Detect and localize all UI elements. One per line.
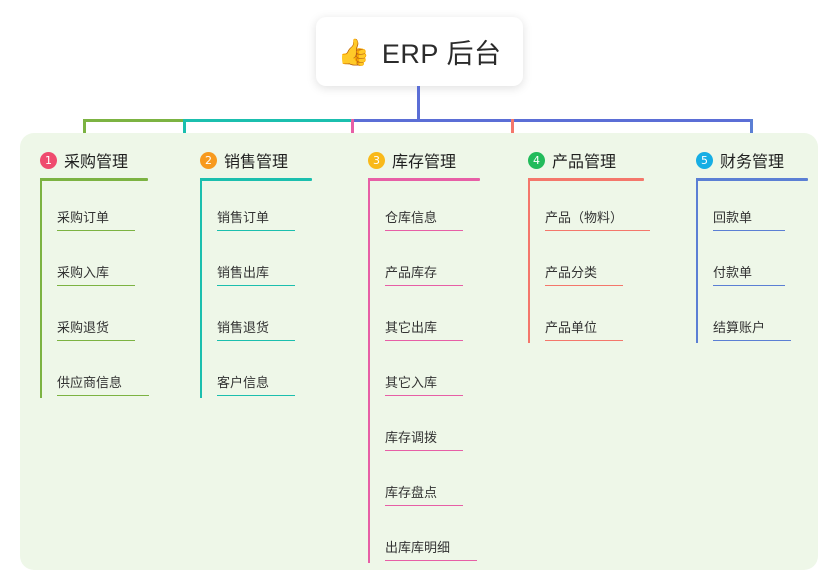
module-item[interactable]: 销售退货: [217, 311, 295, 341]
module-header-rule: [200, 178, 312, 181]
bar-segment-2: [183, 119, 354, 122]
module-item[interactable]: 产品单位: [545, 311, 623, 341]
module-item-label: 销售出库: [217, 265, 270, 280]
module-item-label: 销售订单: [217, 210, 270, 225]
module-item-rule: [217, 394, 295, 396]
module-item-rule: [217, 284, 295, 286]
module-item[interactable]: 库存调拨: [385, 421, 463, 451]
module-item-label: 采购退货: [57, 320, 110, 335]
module-header-4[interactable]: 4 产品管理: [528, 148, 616, 172]
module-item-label: 其它出库: [385, 320, 438, 335]
module-item[interactable]: 库存盘点: [385, 476, 463, 506]
module-item[interactable]: 结算账户: [713, 311, 791, 341]
module-item[interactable]: 回款单: [713, 201, 785, 231]
module-item[interactable]: 其它出库: [385, 311, 463, 341]
module-number-badge: 5: [696, 151, 713, 169]
module-item-rule: [385, 284, 463, 286]
module-item-label: 出库库明细: [385, 540, 451, 555]
root-node-title: ERP 后台: [381, 39, 502, 69]
module-item-label: 供应商信息: [57, 375, 123, 390]
module-header-5[interactable]: 5 财务管理: [696, 148, 784, 172]
module-number-badge: 4: [528, 151, 545, 169]
module-item-rule: [385, 504, 463, 506]
module-item[interactable]: 其它入库: [385, 366, 463, 396]
module-title: 产品管理: [552, 154, 617, 171]
module-item-rule: [385, 559, 477, 561]
module-number-badge: 2: [200, 151, 217, 169]
module-spine: [40, 178, 42, 398]
bar-segment-3: [351, 119, 421, 122]
module-item-rule: [385, 229, 463, 231]
bar-segment-5: [511, 119, 753, 122]
module-item-rule: [713, 284, 785, 286]
module-item[interactable]: 采购入库: [57, 256, 135, 286]
module-item[interactable]: 采购订单: [57, 201, 135, 231]
bar-segment-4: [418, 119, 514, 122]
module-item[interactable]: 供应商信息: [57, 366, 149, 396]
module-number-badge: 1: [40, 151, 57, 169]
modules-panel: [20, 133, 818, 570]
module-title: 销售管理: [224, 154, 289, 171]
module-spine: [528, 178, 530, 343]
module-item[interactable]: 仓库信息: [385, 201, 463, 231]
module-item[interactable]: 产品分类: [545, 256, 623, 286]
module-item[interactable]: 产品库存: [385, 256, 463, 286]
module-item-rule: [57, 284, 135, 286]
module-item-rule: [385, 449, 463, 451]
module-spine: [696, 178, 698, 343]
module-item-rule: [545, 284, 623, 286]
module-item-label: 结算账户: [713, 320, 766, 335]
module-header-3[interactable]: 3 库存管理: [368, 148, 456, 172]
root-node-erp-backend[interactable]: 👍 ERP 后台: [316, 17, 523, 86]
module-item-rule: [57, 394, 149, 396]
module-item-rule: [385, 394, 463, 396]
module-item-label: 库存调拨: [385, 430, 438, 445]
module-item-rule: [545, 229, 650, 231]
module-item-label: 产品库存: [385, 265, 438, 280]
module-item-label: 产品单位: [545, 320, 598, 335]
module-item-label: 付款单: [713, 265, 753, 280]
module-spine: [200, 178, 202, 398]
module-item-rule: [217, 229, 295, 231]
module-item-rule: [385, 339, 463, 341]
module-item-label: 采购订单: [57, 210, 110, 225]
module-item-rule: [57, 339, 135, 341]
module-item-rule: [713, 229, 785, 231]
module-item[interactable]: 客户信息: [217, 366, 295, 396]
module-item[interactable]: 产品（物料）: [545, 201, 650, 231]
module-item[interactable]: 出库库明细: [385, 531, 477, 561]
bar-segment-1: [83, 119, 186, 122]
module-item[interactable]: 销售出库: [217, 256, 295, 286]
module-item[interactable]: 销售订单: [217, 201, 295, 231]
module-item-rule: [217, 339, 295, 341]
module-title: 财务管理: [720, 154, 785, 171]
module-item-rule: [57, 229, 135, 231]
module-spine: [368, 178, 370, 563]
module-item[interactable]: 采购退货: [57, 311, 135, 341]
module-item-rule: [713, 339, 791, 341]
module-item-label: 仓库信息: [385, 210, 438, 225]
module-item-label: 其它入库: [385, 375, 438, 390]
thumbs-up-icon: 👍: [337, 36, 370, 67]
module-title: 库存管理: [392, 154, 457, 171]
module-header-1[interactable]: 1 采购管理: [40, 148, 128, 172]
module-item-label: 产品分类: [545, 265, 598, 280]
module-header-rule: [368, 178, 480, 181]
module-item-label: 采购入库: [57, 265, 110, 280]
module-item-label: 产品（物料）: [545, 210, 624, 225]
trunk-connector: [417, 86, 420, 122]
module-header-rule: [40, 178, 148, 181]
module-item-label: 库存盘点: [385, 485, 438, 500]
module-item-label: 销售退货: [217, 320, 270, 335]
module-item-rule: [545, 339, 623, 341]
module-title: 采购管理: [64, 154, 129, 171]
module-header-2[interactable]: 2 销售管理: [200, 148, 288, 172]
module-header-rule: [528, 178, 644, 181]
module-item[interactable]: 付款单: [713, 256, 785, 286]
module-item-label: 回款单: [713, 210, 753, 225]
module-header-rule: [696, 178, 808, 181]
module-number-badge: 3: [368, 151, 385, 169]
module-item-label: 客户信息: [217, 375, 270, 390]
